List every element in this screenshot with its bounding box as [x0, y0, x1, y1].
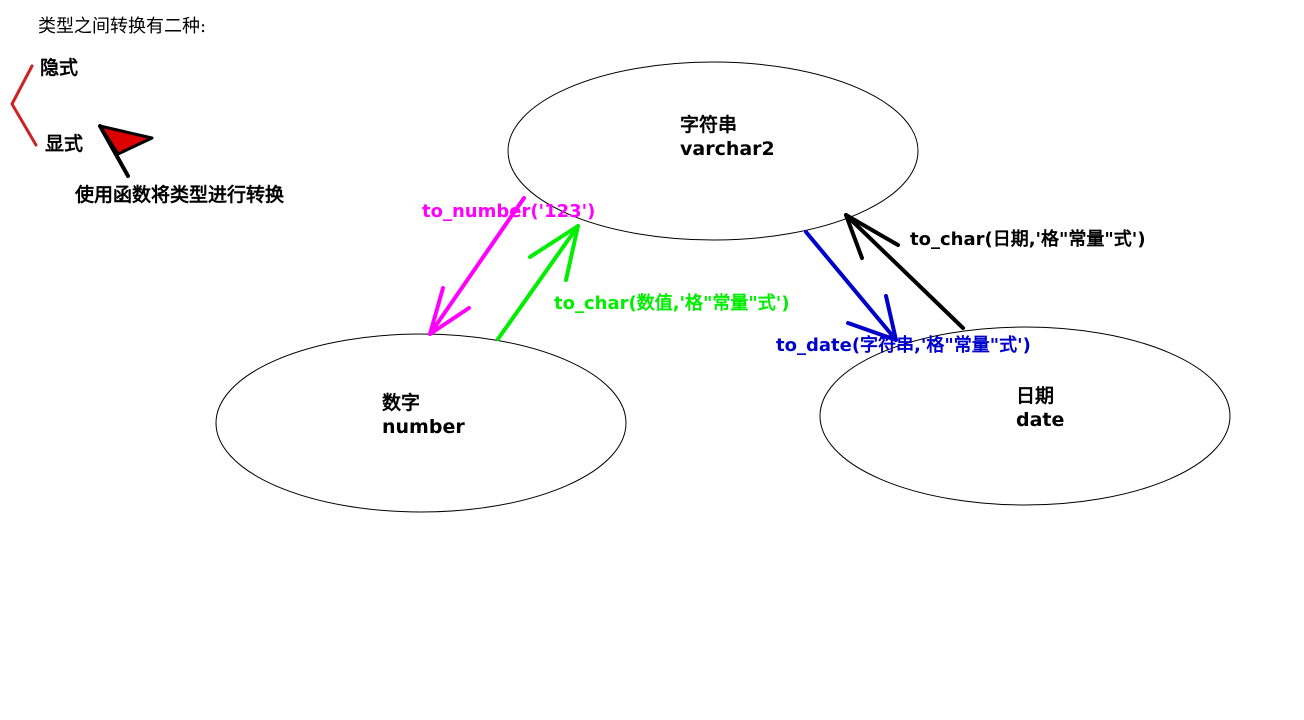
string-node: 字符串 varchar2: [680, 114, 775, 162]
to-char-number-label: to_char(数值,'格"常量"式'): [554, 293, 790, 314]
to-number-arrow: [428, 196, 526, 336]
string-node-ellipse: [507, 61, 919, 241]
implicit-label: 隐式: [40, 57, 79, 79]
explicit-label: 显式: [45, 133, 84, 155]
to-char-number-arrow: [496, 224, 580, 341]
date-node-type: date: [1016, 408, 1065, 431]
to-date-label: to_date(字符串,'格"常量"式'): [776, 335, 1031, 356]
number-node-type: number: [382, 415, 465, 438]
date-node-name: 日期: [1016, 385, 1055, 407]
bracket-icon: [10, 64, 38, 147]
date-node: 日期 date: [1016, 385, 1064, 433]
intro-text: 类型之间转换有二种:: [38, 16, 207, 37]
flag-icon: [98, 124, 154, 178]
number-node: 数字 number: [382, 392, 465, 440]
explicit-note: 使用函数将类型进行转换: [75, 184, 285, 206]
string-node-type: varchar2: [680, 137, 775, 160]
date-node-ellipse: [819, 326, 1231, 506]
to-number-label: to_number('123'): [422, 201, 596, 222]
to-char-date-label: to_char(日期,'格"常量"式'): [910, 229, 1146, 250]
string-node-name: 字符串: [680, 114, 738, 136]
to-char-date-arrow: [844, 213, 965, 330]
number-node-ellipse: [215, 333, 627, 513]
number-node-name: 数字: [382, 392, 421, 414]
to-date-arrow: [804, 230, 898, 342]
